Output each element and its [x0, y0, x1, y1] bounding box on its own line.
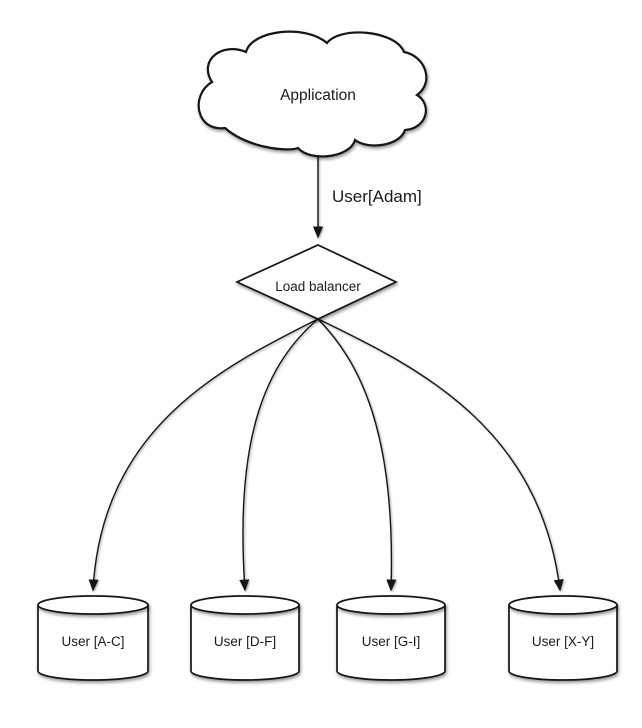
load-balancer-label: Load balancer — [275, 279, 361, 294]
database-cylinder-icon — [508, 605, 618, 681]
shard-label-3: User [G-I] — [362, 634, 421, 649]
database-cylinder-icon — [37, 605, 149, 681]
database-cylinder-icon — [190, 605, 300, 681]
load-balancer-node: Load balancer — [234, 244, 398, 320]
cylinder-top-ellipse — [37, 595, 149, 615]
database-cylinder-icon — [336, 605, 446, 681]
cylinder-top-ellipse — [508, 595, 618, 615]
diamond-icon — [234, 244, 398, 320]
shard-label-4: User [X-Y] — [532, 634, 594, 649]
cylinder-top-ellipse — [190, 595, 300, 615]
shard-node-1: User [A-C] — [37, 595, 149, 681]
shard-label-2: User [D-F] — [214, 634, 276, 649]
application-label: Application — [280, 87, 356, 104]
cylinder-top-ellipse — [336, 595, 446, 615]
request-label: User[Adam] — [332, 187, 422, 206]
shard-node-3: User [G-I] — [336, 595, 446, 681]
shard-node-2: User [D-F] — [190, 595, 300, 681]
edge-to-shard-3 — [317, 318, 397, 592]
cloud-icon — [197, 30, 428, 158]
shard-node-4: User [X-Y] — [508, 595, 618, 681]
edge-to-shard-2 — [239, 318, 319, 592]
shard-label-1: User [A-C] — [61, 634, 124, 649]
edge-to-shard-1 — [88, 318, 319, 592]
application-node: Application — [197, 30, 428, 158]
edge-to-shard-4 — [317, 318, 564, 592]
